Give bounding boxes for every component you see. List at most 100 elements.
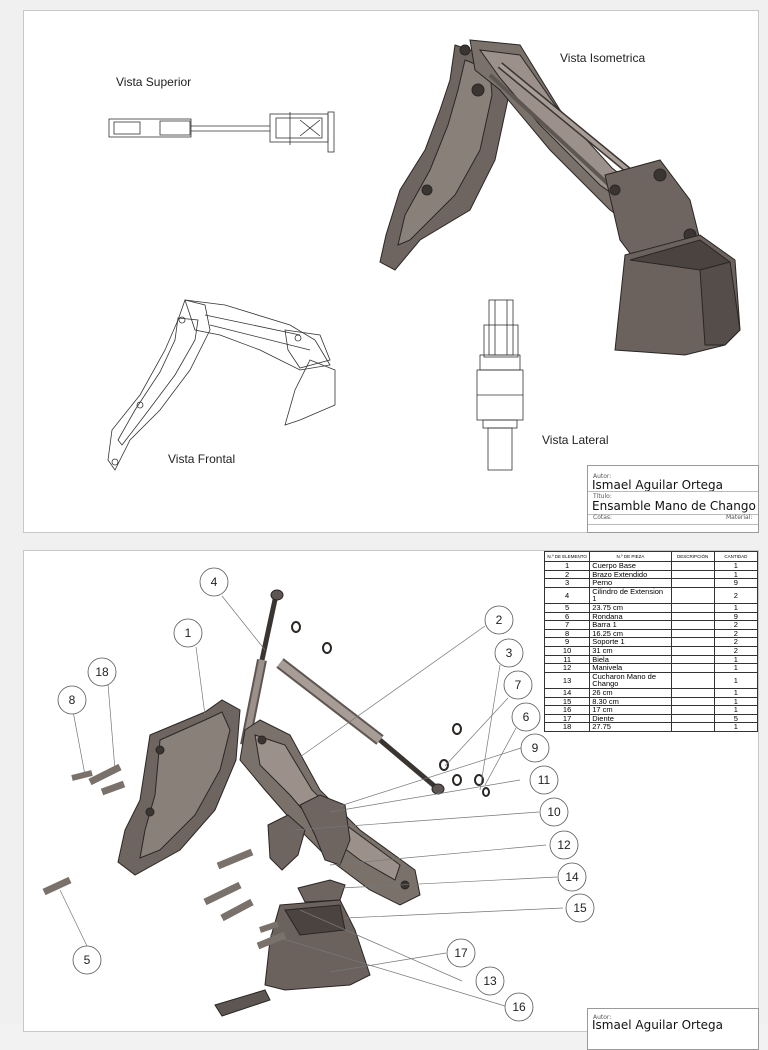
bom-cell-elemento: 18: [543, 722, 591, 732]
balloon-17: 17: [446, 938, 476, 968]
vista-frontal-label: Vista Frontal: [168, 452, 236, 466]
balloon-8-text: 8: [69, 693, 76, 707]
balloon-1: 1: [173, 618, 203, 648]
vista-superior-label: Vista Superior: [116, 75, 192, 89]
balloon-16: 16: [504, 992, 534, 1022]
front-view-drawing: [107, 299, 336, 471]
balloon-9: 9: [520, 733, 550, 763]
balloon-18: 18: [87, 657, 117, 687]
cotas-label: Cotas:: [593, 514, 613, 521]
bom-cell-elemento: 7: [543, 620, 591, 630]
autor-label-2: Autor:: [593, 1014, 612, 1021]
drawing-sheet-1: Vista Superior Vista Isometrica Vista Fr…: [23, 10, 759, 533]
balloon-3-text: 3: [506, 646, 513, 660]
vista-lateral-label: Vista Lateral: [542, 433, 609, 447]
bom-cell-pieza: 27.75: [589, 722, 672, 732]
bom-cell-elemento: 4: [543, 586, 591, 604]
balloon-7-text: 7: [515, 678, 522, 692]
bom-cell-descripcion: [670, 637, 715, 647]
bom-cell-cantidad: 2: [713, 645, 759, 656]
balloon-13: 13: [475, 966, 505, 996]
balloon-12-text: 12: [557, 838, 571, 852]
titulo-value: Ensamble Mano de Chango: [592, 499, 756, 513]
balloon-1-text: 1: [185, 626, 192, 640]
bom-cell-descripcion: [670, 586, 715, 604]
bom-cell-descripcion: [670, 645, 715, 656]
balloon-12: 12: [549, 830, 579, 860]
bom-cell-elemento: 5: [543, 602, 591, 613]
bom-cell-cantidad: 2: [713, 586, 759, 604]
title-block-1: Autor: Ismael Aguilar Ortega Título: Ens…: [587, 465, 759, 533]
balloon-8: 8: [57, 685, 87, 715]
bom-cell-cantidad: 2: [713, 620, 759, 630]
bom-cell-descripcion: [670, 628, 715, 639]
bom-cell-cantidad: 9: [713, 578, 759, 588]
balloon-11-text: 11: [538, 773, 551, 787]
bom-cell-pieza: Brazo Extendido: [589, 569, 672, 580]
isometric-view-drawing: [379, 39, 741, 356]
bom-cell-descripcion: [670, 663, 715, 673]
bom-cell-elemento: 3: [543, 578, 591, 588]
balloon-2: 2: [484, 605, 514, 635]
balloon-7: 7: [503, 670, 533, 700]
vista-isometrica-label: Vista Isometrica: [560, 51, 646, 65]
bom-cell-descripcion: [670, 671, 715, 689]
bom-cell-elemento: 12: [543, 663, 591, 673]
titulo-label: Título:: [593, 493, 612, 500]
bom-cell-elemento: 13: [543, 671, 591, 689]
balloon-18-text: 18: [95, 665, 109, 679]
bom-cell-pieza: 26 cm: [589, 687, 672, 698]
bom-cell-elemento: 10: [543, 645, 591, 656]
balloon-6-text: 6: [523, 710, 530, 724]
balloon-17-text: 17: [454, 946, 468, 960]
bom-header-row: N.º DE ELEMENTO N.º DE PIEZA DESCRIPCIÓN…: [543, 551, 759, 562]
bom-cell-cantidad: 1: [713, 561, 759, 571]
top-view-drawing: [108, 111, 335, 153]
bom-cell-cantidad: 1: [713, 602, 759, 613]
bom-cell-descripcion: [670, 578, 715, 588]
balloon-9-text: 9: [532, 741, 539, 755]
bom-cell-pieza: 23.75 cm: [589, 602, 672, 613]
side-view-drawing: [476, 299, 524, 471]
bom-cell-pieza: 31 cm: [589, 645, 672, 656]
bom-cell-cantidad: 1: [713, 705, 759, 715]
exploded-view-drawing: 4 1 2 3 18 7 8 6 9 11 10 12 14 15 17 5 1…: [42, 567, 595, 1022]
balloon-16-text: 16: [512, 1000, 526, 1014]
balloon-6: 6: [511, 702, 541, 732]
autor-value-2: Ismael Aguilar Ortega: [592, 1018, 724, 1032]
bill-of-materials-table: N.º DE ELEMENTO N.º DE PIEZA DESCRIPCIÓN…: [543, 551, 759, 732]
balloon-13-text: 13: [483, 974, 497, 988]
balloon-3: 3: [494, 638, 524, 668]
bom-cell-descripcion: [670, 705, 715, 715]
bom-cell-pieza: Cucharon Mano de Chango: [589, 671, 672, 689]
balloon-15-text: 15: [573, 901, 587, 915]
bom-cell-pieza: 17 cm: [589, 705, 672, 715]
sheet-1-drawings: [107, 39, 741, 471]
balloon-14: 14: [557, 862, 587, 892]
bom-header-elemento: N.º DE ELEMENTO: [543, 551, 591, 562]
bom-cell-elemento: 16: [543, 705, 591, 715]
bom-cell-descripcion: [670, 687, 715, 698]
bom-cell-cantidad: 1: [713, 687, 759, 698]
balloon-4-text: 4: [211, 575, 218, 589]
bom-cell-descripcion: [670, 620, 715, 630]
bom-cell-pieza: Cilindro de Extension 1: [589, 586, 672, 604]
